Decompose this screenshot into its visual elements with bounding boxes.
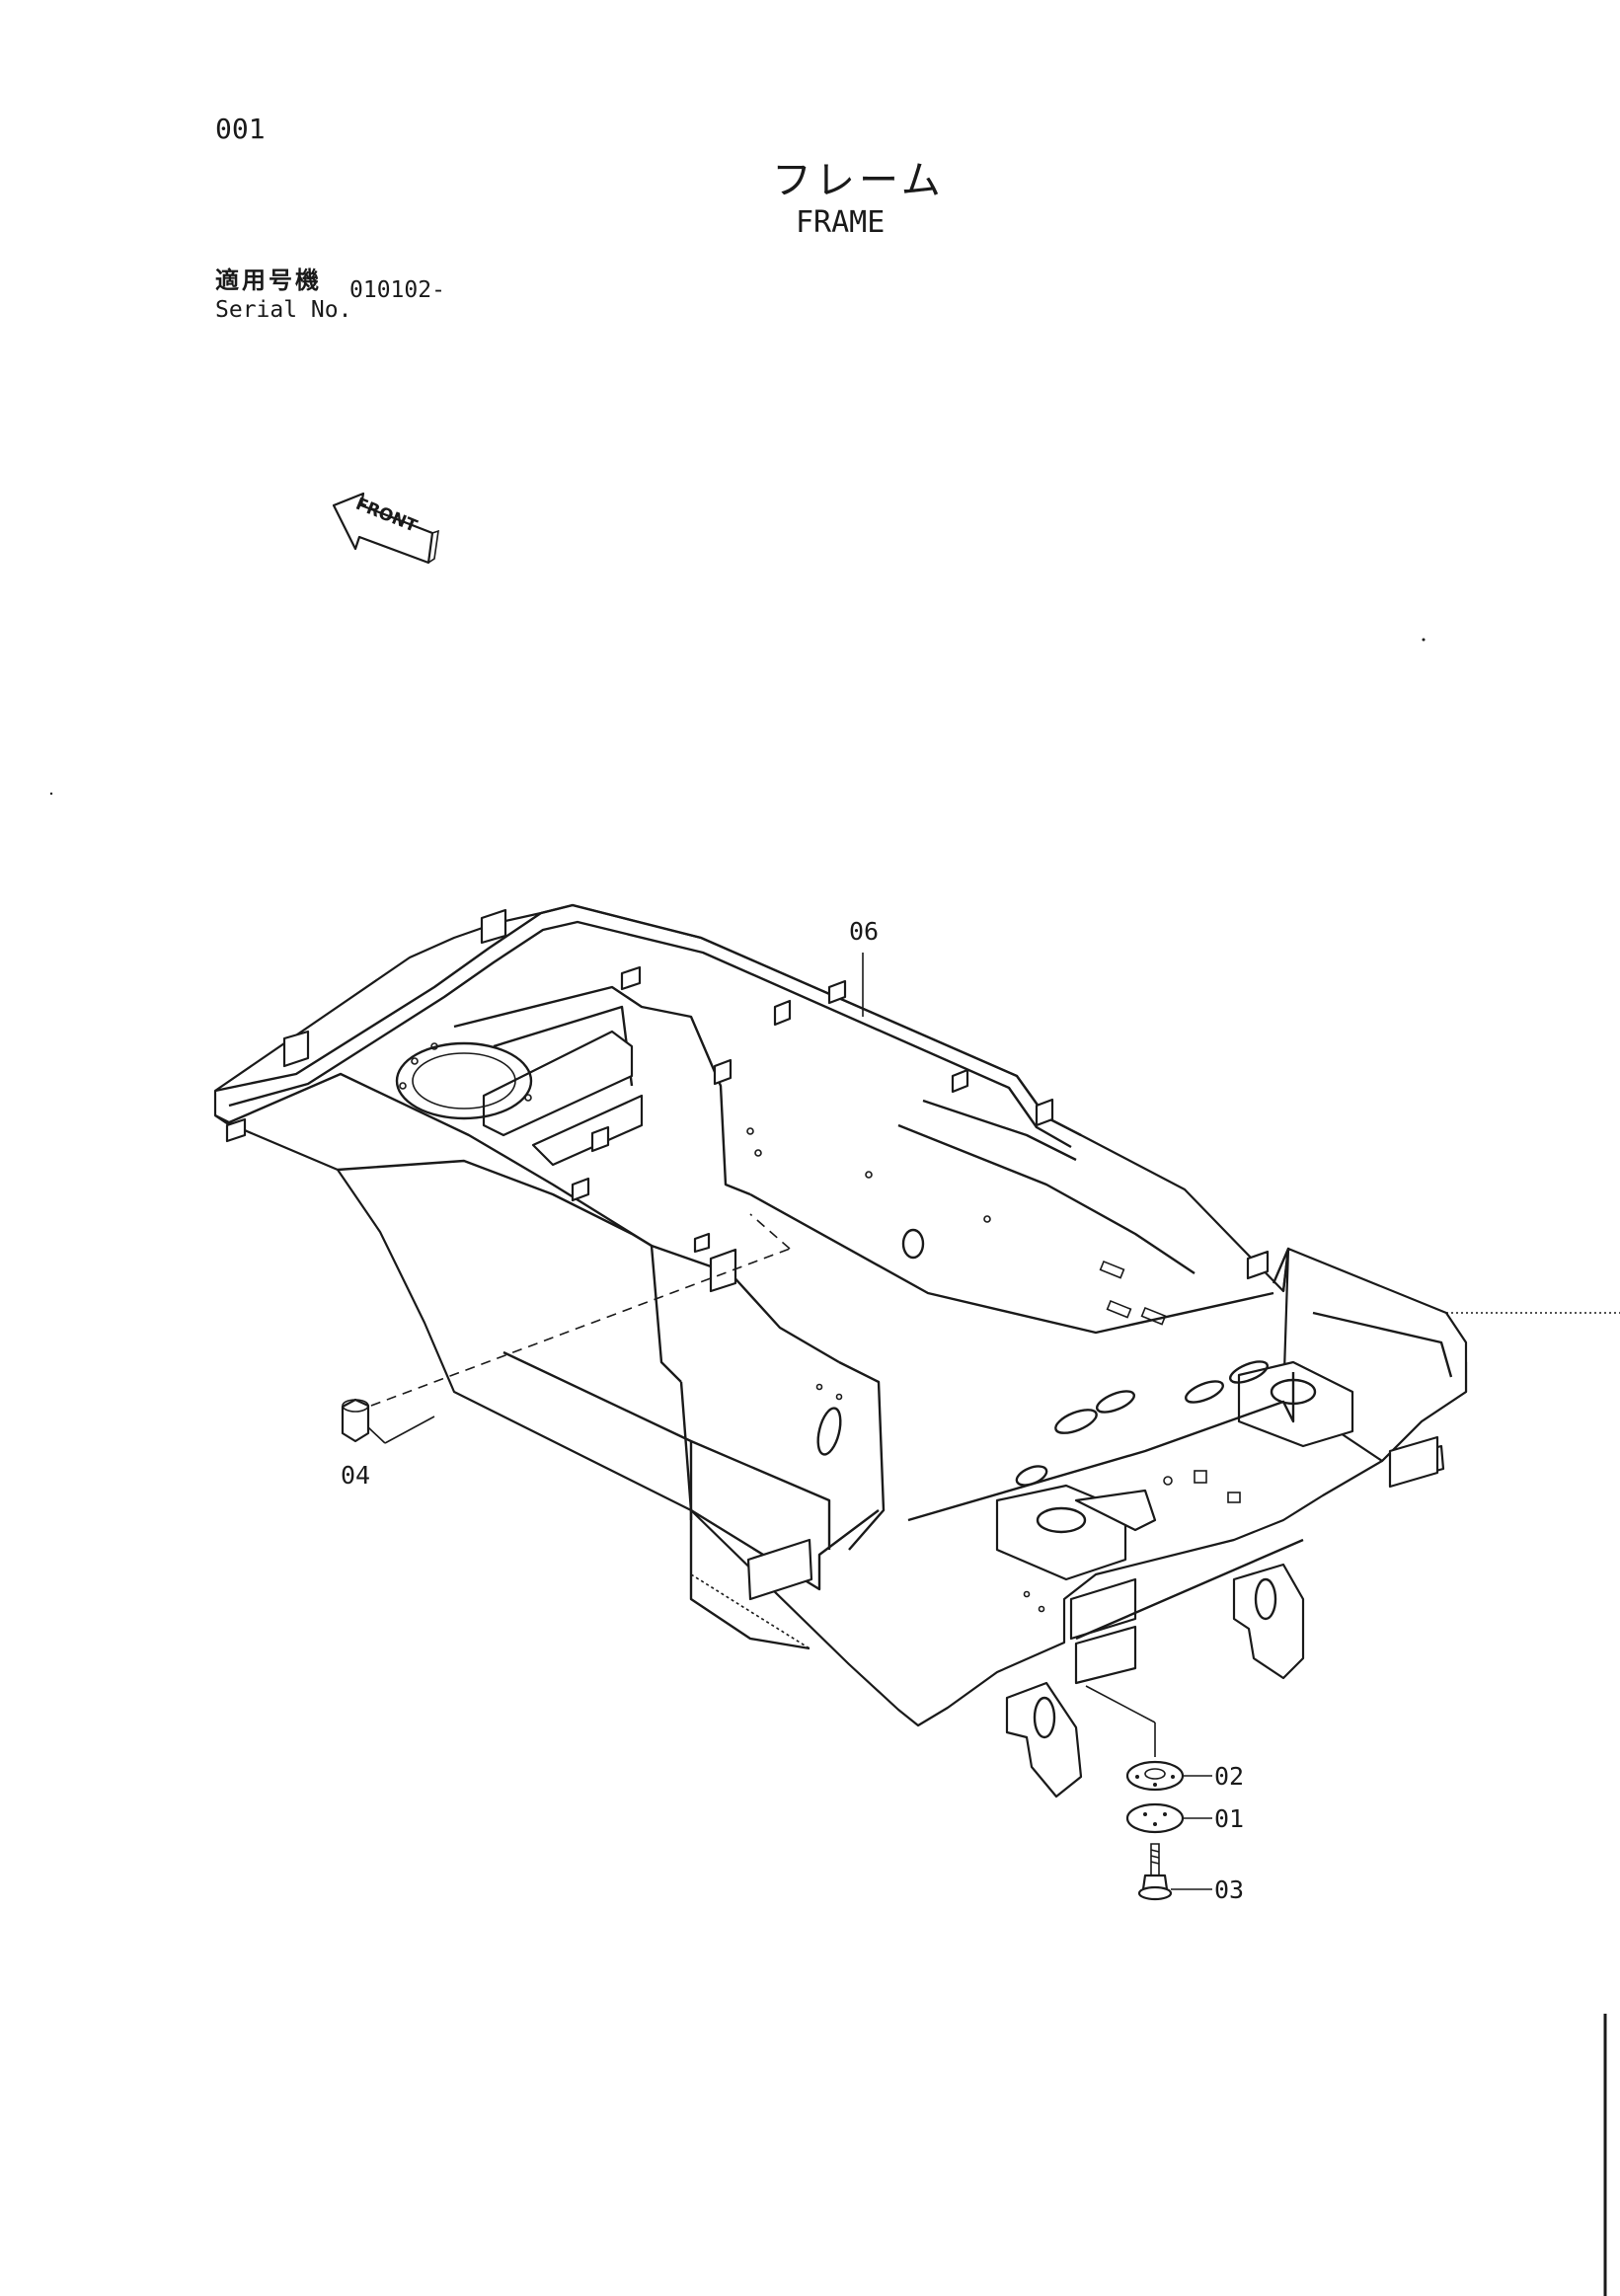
serial-number-value: 010102- [349, 277, 445, 303]
panel-openings [816, 1228, 1269, 1487]
shim-part [1125, 1802, 1212, 1834]
page-number: 001 [215, 113, 266, 145]
serial-label-japanese: 適用号機 [215, 267, 322, 294]
callout-06: 06 [849, 917, 879, 946]
callout-02: 02 [1214, 1762, 1244, 1791]
plug-part [341, 1398, 435, 1444]
title-japanese: フレーム [772, 158, 945, 203]
dot-mark [49, 792, 53, 796]
title-english: FRAME [796, 205, 886, 240]
dot-mark [1422, 638, 1426, 642]
serial-label-english: Serial No. [215, 297, 352, 323]
callout-01: 01 [1214, 1804, 1244, 1833]
front-arrow-icon: FRONT [332, 492, 439, 565]
mounting-pads [225, 908, 1270, 1293]
detail-marks [746, 1127, 1241, 1613]
callout-04: 04 [341, 1461, 370, 1490]
callout-03: 03 [1214, 1875, 1244, 1904]
bolt-hole-ring [399, 1042, 532, 1102]
bolt-part [1137, 1843, 1212, 1901]
frame-assembly [213, 903, 1468, 1799]
leader-line [1085, 1685, 1156, 1723]
plate-part [1125, 1760, 1212, 1792]
